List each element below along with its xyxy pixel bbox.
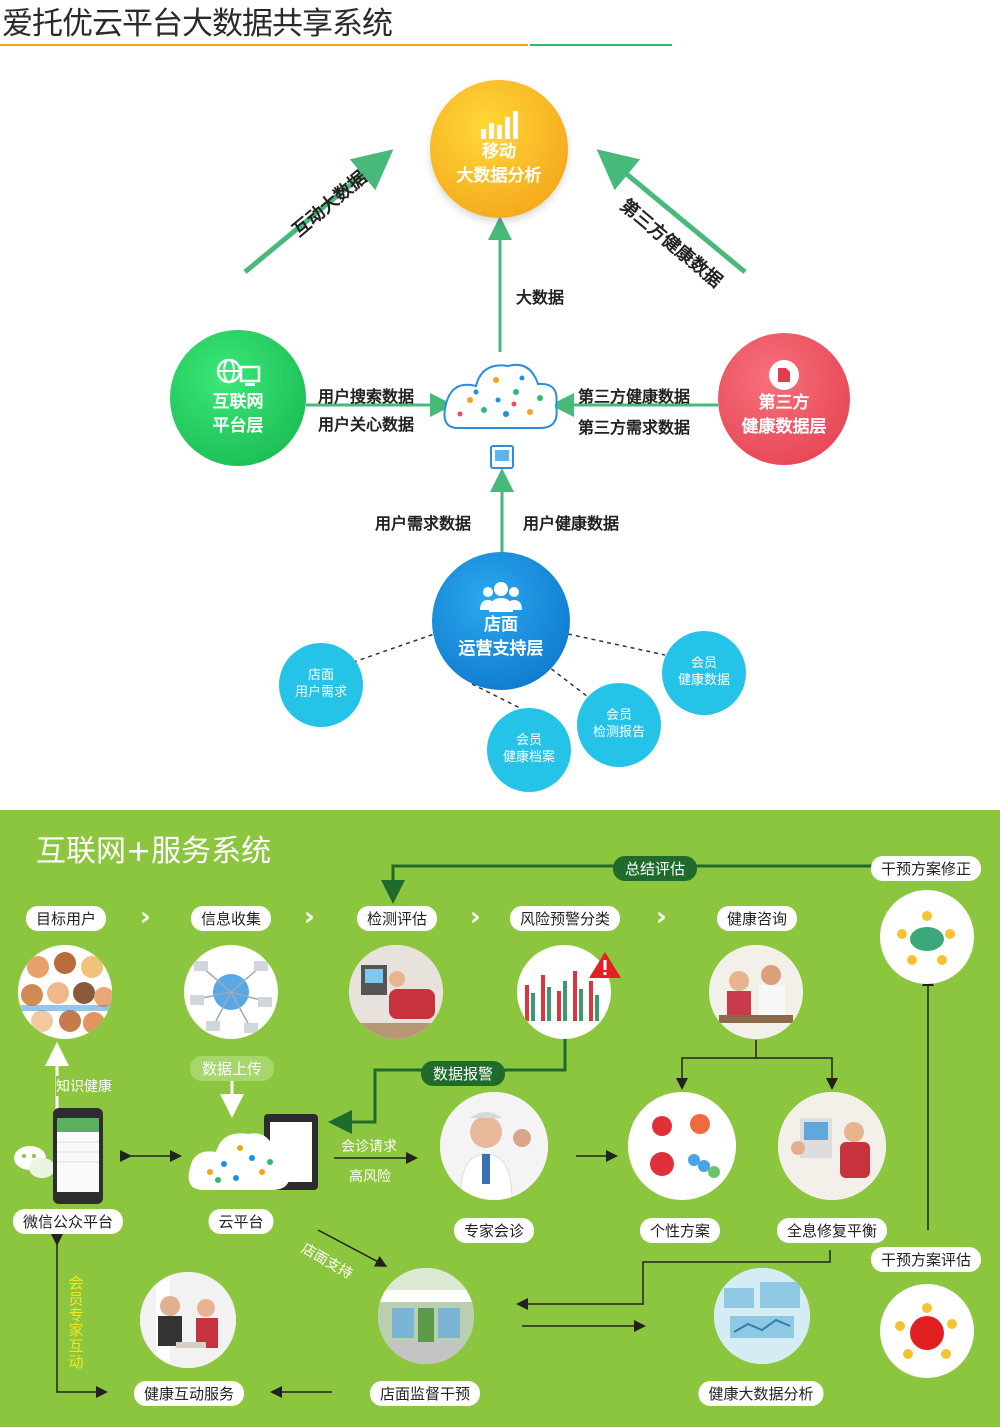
warning-icon: [589, 952, 621, 978]
document-icon: [769, 360, 799, 391]
store-line1: 店面: [484, 615, 518, 636]
third-party-line2: 健康数据层: [741, 417, 827, 437]
smartphone-icon: [53, 1108, 103, 1204]
step-risk-warning: 风险预警分类: [509, 906, 621, 931]
satellite-store-user-demand: 店面用户需求: [279, 643, 363, 727]
computer-globe-icon: [216, 358, 261, 387]
satellite-member-health-file: 会员健康档案: [487, 708, 571, 792]
arrow-third-party-health: [596, 149, 747, 274]
arrow-interaction-bigdata: [243, 149, 394, 274]
step-chevron-2: ›: [304, 902, 315, 932]
intervention-fix-pill: 干预方案修正: [870, 856, 982, 881]
data-report-pill: 数据报警: [421, 1061, 506, 1086]
internet-platform-node: 互联网 平台层: [170, 330, 306, 466]
page-title: 爱托优云平台大数据共享系统: [2, 6, 393, 42]
people-icon: [480, 582, 522, 613]
consult-request-label: 会诊请求: [341, 1139, 397, 1155]
health-interaction-image: [140, 1272, 236, 1368]
step-chevron-4: ›: [656, 902, 667, 932]
cloud-platform-pill: 云平台: [208, 1209, 274, 1234]
satellite-member-test-report: 会员检测报告: [577, 683, 661, 767]
internet-line2: 平台层: [212, 416, 264, 436]
holographic-repair-pill: 全息修复平衡: [776, 1218, 888, 1243]
store-line2: 运营支持层: [458, 639, 544, 659]
internet-line1: 互联网: [212, 392, 264, 413]
title-underline-green: [530, 44, 672, 46]
satellite-member-health-data: 会员健康数据: [662, 631, 746, 715]
health-consult-image: [709, 945, 803, 1039]
knowledge-health-label: 知识健康: [56, 1076, 112, 1096]
personal-plan-pill: 个性方案: [639, 1218, 721, 1243]
store-supervision-image: [378, 1268, 474, 1364]
step-target-users: 目标用户: [25, 906, 107, 931]
analysis-line1: 移动: [482, 142, 516, 163]
health-bigdata-pill: 健康大数据分析: [698, 1381, 824, 1406]
member-expert-interaction-label: 会员专家互动: [68, 1274, 84, 1371]
store-supervision-pill: 店面监督干预: [369, 1381, 481, 1406]
step-chevron-1: ›: [140, 902, 151, 932]
mobile-bigdata-analysis-node: 移动 大数据分析: [430, 80, 568, 218]
title-underline-orange: [0, 44, 528, 46]
user-demand-data-label: 用户需求数据: [375, 514, 472, 533]
wechat-platform-pill: 微信公众平台: [12, 1209, 124, 1234]
expert-consult-image: [440, 1092, 548, 1200]
service-system-title: 互联网+服务系统: [36, 834, 272, 869]
health-interaction-pill: 健康互动服务: [133, 1381, 245, 1406]
intervention-eval-diagram: [880, 1284, 974, 1378]
analysis-line2: 大数据分析: [456, 166, 542, 186]
top-connector-svg: [243, 149, 747, 713]
bigdata-label: 大数据: [516, 288, 565, 307]
risk-warning-image: [517, 945, 611, 1039]
holographic-repair-image: [778, 1092, 886, 1200]
user-concern-data-label: 用户关心数据: [318, 415, 415, 434]
summary-evaluation-pill: 总结评估: [613, 856, 698, 881]
store-operation-node: 店面 运营支持层: [432, 552, 570, 690]
wechat-icon: [14, 1146, 55, 1178]
user-health-data-label: 用户健康数据: [523, 514, 620, 533]
step-info-collect: 信息收集: [190, 906, 272, 931]
third-demand-data-label: 第三方需求数据: [578, 418, 691, 437]
cloud-icon: [443, 363, 558, 469]
expert-consult-pill: 专家会诊: [453, 1218, 535, 1243]
step-test-eval: 检测评估: [356, 906, 438, 931]
third-party-health-node: 第三方 健康数据层: [718, 333, 850, 465]
info-collect-image: [184, 945, 278, 1039]
third-party-line1: 第三方: [758, 393, 810, 414]
user-search-data-label: 用户搜索数据: [318, 387, 415, 406]
step-health-consult: 健康咨询: [716, 906, 798, 931]
test-eval-image: [349, 945, 443, 1039]
step-chevron-3: ›: [470, 902, 481, 932]
health-bigdata-image: [714, 1268, 810, 1364]
target-users-image: [18, 945, 112, 1039]
bar-chart-icon: [481, 111, 518, 140]
personal-plan-image: [628, 1092, 736, 1200]
data-upload-pill: 数据上传: [190, 1056, 275, 1081]
intervention-eval-pill: 干预方案评估: [870, 1247, 982, 1272]
bottom-connector-svg: [45, 857, 934, 1398]
cloud-platform-icon: [188, 1114, 318, 1190]
intervention-fix-diagram: [880, 890, 974, 984]
third-health-data-label: 第三方健康数据: [578, 387, 691, 406]
high-risk-label: 高风险: [349, 1169, 391, 1185]
